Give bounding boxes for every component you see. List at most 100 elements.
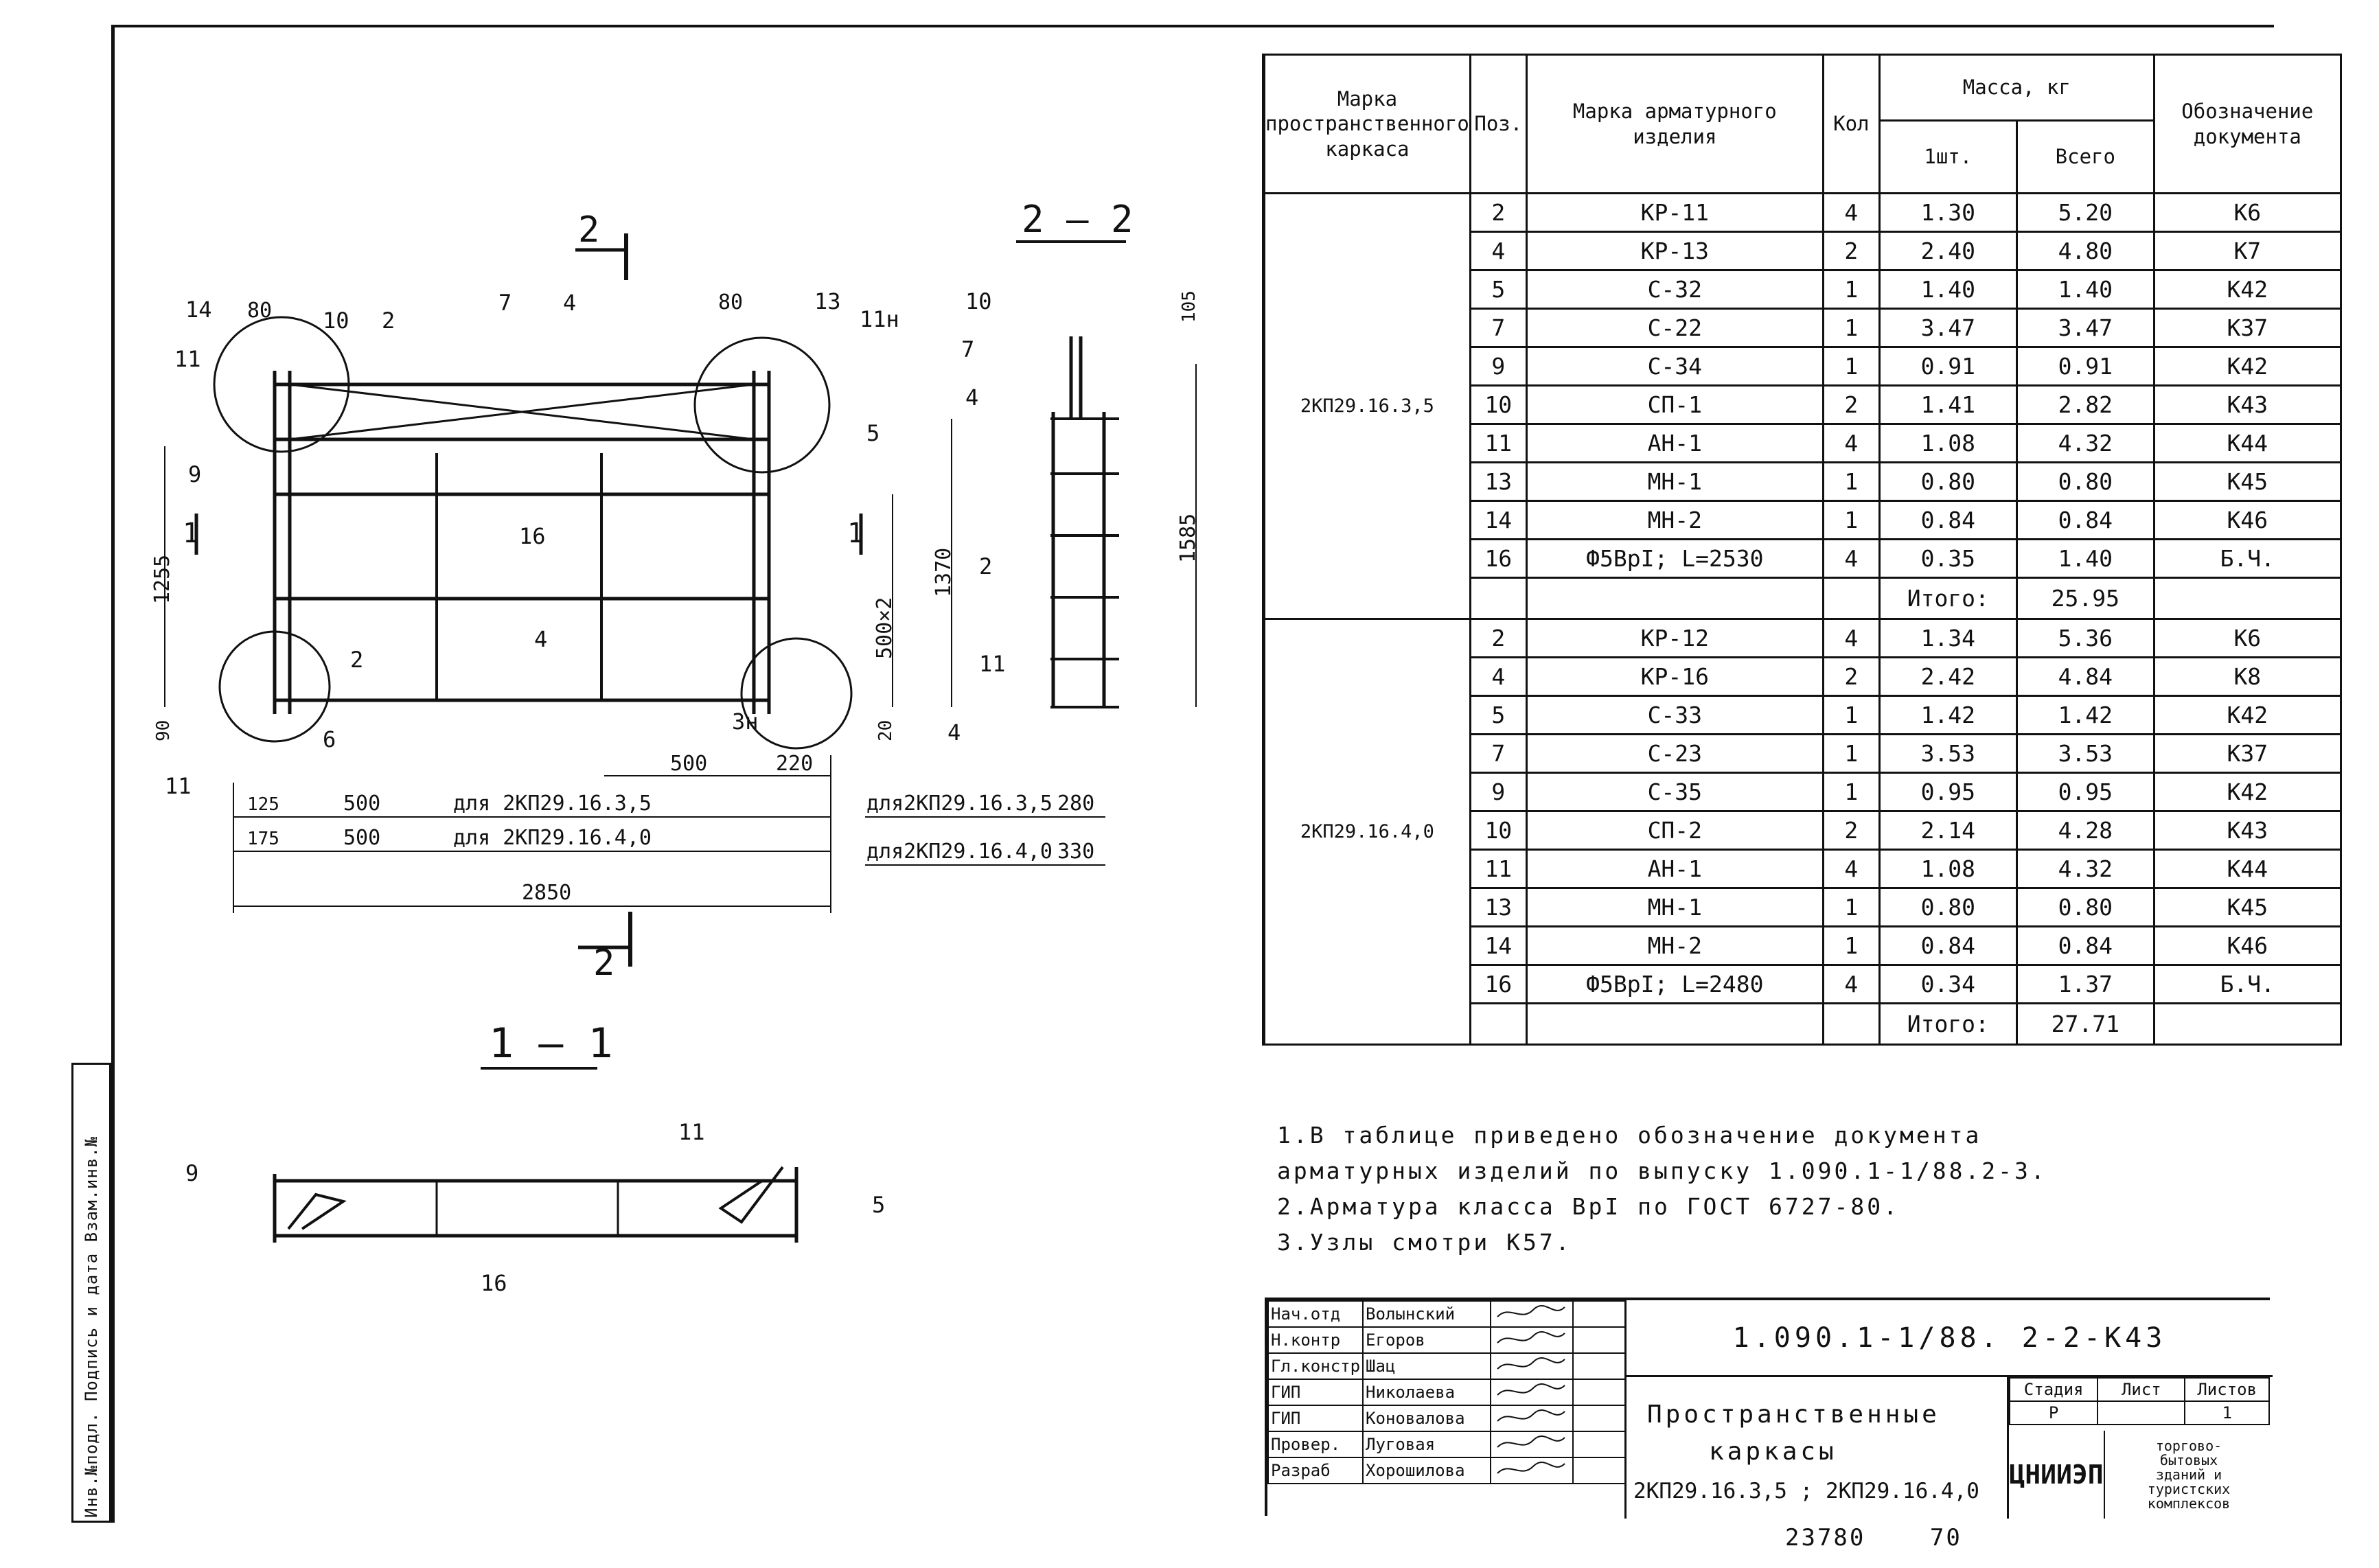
staff-role: Нач.отд [1267,1300,1364,1328]
cell-pos: 5 [1469,269,1528,310]
cell-total-label: Итого: [1878,1002,2018,1046]
dim-label: 80 [247,299,272,323]
title-line-2: каркасы [1709,1438,1837,1466]
callout: 2 [382,308,395,334]
note-line: арматурных изделий по выпуску 1.090.1-1/… [1277,1157,2047,1184]
archive-page: 70 [1929,1524,1962,1552]
cell-qty: 4 [1821,538,1881,579]
cell-doc: К43 [2152,384,2342,425]
dim-label: 500 [343,826,380,850]
cell-pos: 2 [1469,618,1528,658]
callout: 4 [563,290,576,316]
dim-label: для2КП29.16.3,5 [866,792,1053,816]
callout: 5 [872,1192,885,1218]
cut-marker-right: 1 [847,514,864,555]
cell-mark: СП-1 [1525,384,1824,425]
dim-label: 175 [247,829,279,849]
cell-qty: 2 [1821,231,1881,271]
cell-total: 4.84 [2015,656,2155,697]
cell-qty: 4 [1821,423,1881,463]
cell-one: 1.41 [1878,384,2018,425]
position-callouts: 14 10 2 7 4 13 11н 11 9 16 2 4 3н 6 11 5… [165,288,1006,1296]
spec-total-row: Итого:27.71 [1264,1002,2342,1046]
callout: 4 [947,719,961,746]
cell-pos: 11 [1469,423,1528,463]
callout: 9 [185,1160,198,1186]
section-1-1-view [273,1166,798,1243]
cell-one: 0.34 [1878,964,2018,1004]
cell-one: 0.84 [1878,925,2018,966]
cell-doc: К42 [2152,346,2342,387]
signature-cell [1490,1457,1574,1484]
callout: 11 [979,651,1006,677]
cell-doc: К6 [2152,618,2342,658]
document-code: 1.090.1-1/88. 2-2-К43 [1624,1300,2273,1377]
cut-marker-left: 1 [183,514,199,555]
cell-qty: 4 [1821,964,1881,1004]
callout: 11н [860,306,899,332]
cell-pos: 13 [1469,461,1528,502]
cell-one: 2.42 [1878,656,2018,697]
cell-total-label: Итого: [1878,577,2018,620]
cell-one: 1.40 [1878,269,2018,310]
callout: 11 [165,773,192,799]
cell-total: 0.84 [2015,925,2155,966]
cell-mark: МН-2 [1525,925,1824,966]
cell-one: 2.14 [1878,810,2018,851]
cell-qty: 4 [1821,192,1881,233]
cell-pos: 10 [1469,810,1528,851]
cell-mark: МН-1 [1525,461,1824,502]
staff-name: Шац [1362,1352,1492,1380]
empty-cell [1525,1002,1824,1046]
cell-qty: 1 [1821,346,1881,387]
cut-marker-bottom: 2 [578,912,632,984]
cell-one: 1.08 [1878,423,2018,463]
signature-cell [1490,1352,1574,1380]
sheet-label: Лист [2097,1377,2186,1402]
callout: 6 [323,726,336,752]
date-cell [1572,1457,1627,1484]
date-cell [1572,1352,1627,1380]
callout: 7 [961,336,974,362]
section-1-1-label: 1 — 1 [481,1019,613,1070]
signature-cell [1490,1431,1574,1458]
sheets-value: 1 [2184,1400,2270,1425]
dim-label: 500 [670,752,707,776]
frame-mark-cell: 2КП29.16.4,0 [1262,618,1471,1046]
cell-one: 0.80 [1878,461,2018,502]
staff-role: Гл.констр [1267,1352,1364,1380]
dim-label: 1585 [1176,514,1200,563]
header-frame-mark: Марка пространственного каркаса [1262,54,1471,194]
dim-label: 280 [1057,792,1094,816]
archive-number: 23780 70 [1785,1524,2010,1552]
date-cell [1572,1326,1627,1354]
section-2-2-label: 2 — 2 [1016,198,1134,243]
cell-pos: 4 [1469,656,1528,697]
cell-pos: 16 [1469,964,1528,1004]
callout: 13 [814,288,841,314]
cell-total: 1.40 [2015,538,2155,579]
empty-cell [1469,577,1528,620]
stage-label: Стадия [2008,1377,2099,1402]
cell-pos: 10 [1469,384,1528,425]
cell-doc: К6 [2152,192,2342,233]
date-cell [1572,1300,1627,1328]
dim-label: 1255 [150,555,174,604]
cell-doc: К44 [2152,423,2342,463]
archive-id: 23780 [1785,1524,1866,1552]
svg-text:2: 2 [578,209,599,251]
main-elevation [213,316,853,750]
cell-one: 0.80 [1878,887,2018,927]
